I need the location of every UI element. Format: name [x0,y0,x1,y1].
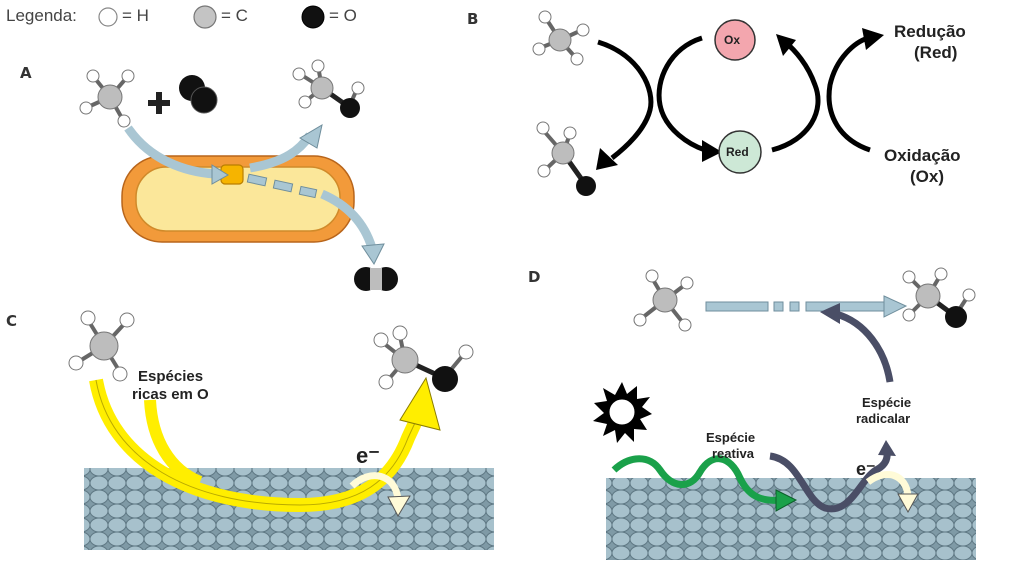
catalyst-surface-d [606,478,976,560]
o-rich-species-label-line1: Espécies [138,368,204,385]
methane-molecule-b [532,10,590,66]
legend-hydrogen-swatch [98,7,118,27]
methane-molecule-d [633,269,694,332]
methanol-molecule-d [902,267,976,328]
electron-label-d: e⁻ [856,459,876,479]
co2-molecule [354,267,398,291]
reactive-species-label-line2: reativa [712,446,754,461]
methane-molecule-c [68,310,135,382]
reduction-abbr: (Red) [914,43,958,62]
legend [98,5,325,29]
oxidation-arrow-left [597,39,654,160]
bacterium-cell [121,155,355,243]
red-state-circle [718,130,762,174]
panel-a-letter: A [20,64,32,82]
legend-title: Legenda: [6,6,77,25]
ox-circle-label: Ox [724,33,741,47]
legend-oxygen-label: = O [329,6,357,25]
radical-species-label-line1: Espécie [862,395,912,410]
radical-to-product-arrow [834,310,894,383]
electron-label-c: e⁻ [356,443,380,468]
methane-uptake-arrow [124,125,216,179]
legend-hydrogen-label: = H [122,6,149,25]
panel-b [532,10,884,196]
methanol-molecule-b [536,121,596,196]
export-dashed-arrow [246,173,385,265]
legend-oxygen-swatch [301,5,325,29]
oxidation-label: Oxidação [884,146,961,165]
radical-species-arrow [769,451,891,513]
radical-species-label-line2: radicalar [856,411,911,426]
methanol-molecule-c [373,325,474,392]
electron-arrow-d [865,471,912,497]
panel-c-letter: C [6,312,18,330]
panel-c [68,310,494,550]
oxygen-molecule [179,75,218,114]
reduction-label: Redução [894,22,966,41]
legend-carbon-swatch [193,5,217,29]
oxidation-arrow-right [771,40,821,153]
legend-carbon-label: = C [221,6,248,25]
oxidation-abbr: (Ox) [910,167,944,186]
reduction-arrow-right [826,35,871,153]
methane-molecule-a [79,69,135,128]
reduction-arrow-left [656,35,706,153]
panel-b-letter: B [467,10,479,28]
panel-d-letter: D [528,268,541,286]
plus-sign [148,92,170,114]
o-rich-species-label-line2: ricas em O [132,386,209,403]
electron-arrow-c [349,472,402,501]
yellow-arrowhead [399,376,441,431]
sun-icon [593,382,652,443]
panel-a [79,59,398,291]
red-circle-label: Red [726,145,749,159]
reactive-species-label-line1: Espécie [706,430,756,445]
panel-d [593,267,976,560]
reactive-species-arrow [611,455,781,504]
methanol-molecule-a [292,59,365,118]
product-dashed-arrow [705,295,908,318]
ox-state-circle [714,19,756,61]
